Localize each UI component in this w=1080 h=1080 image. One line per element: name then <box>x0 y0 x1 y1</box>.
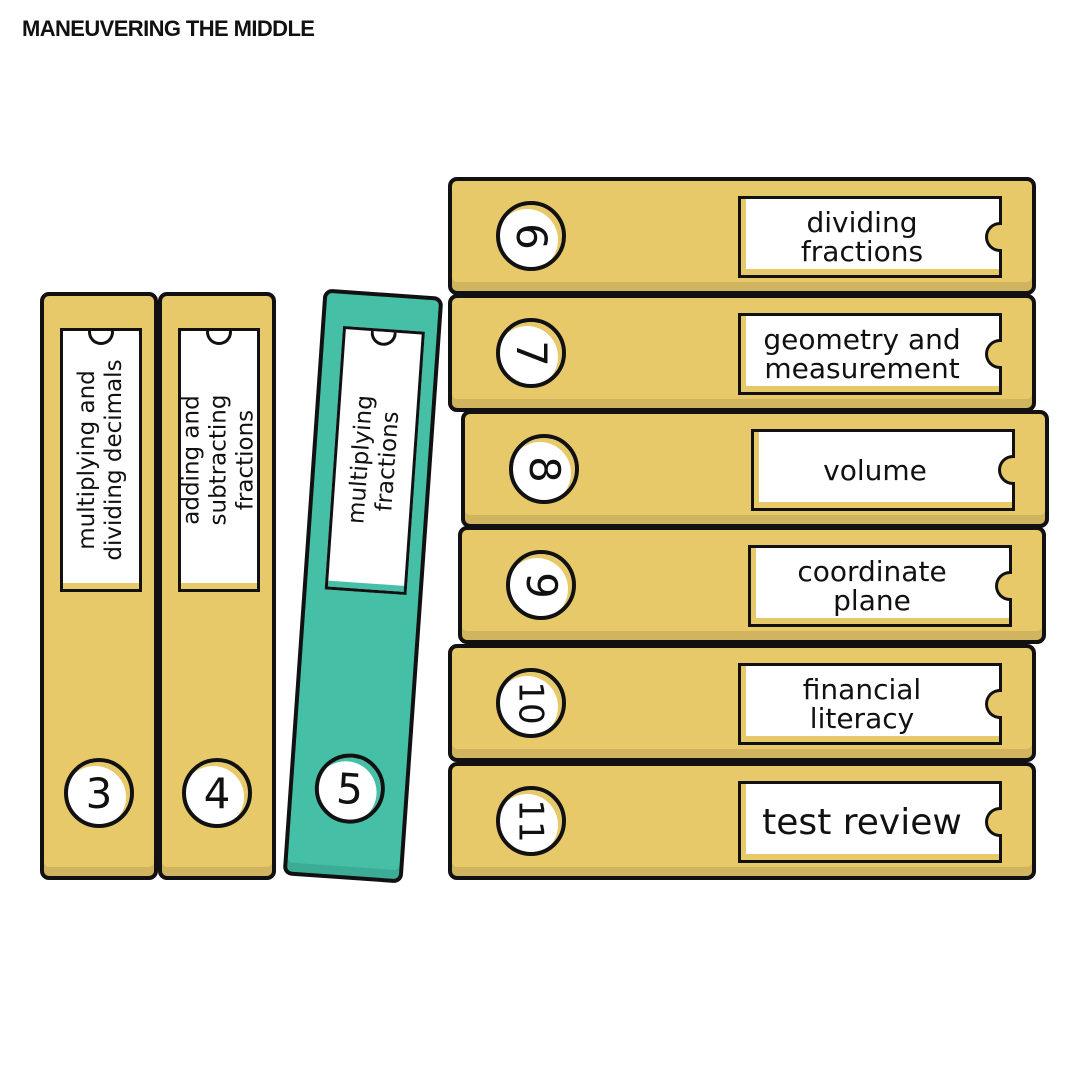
binder-4-number-badge: 4 <box>182 758 252 828</box>
label-notch <box>369 327 397 347</box>
binder-6: 6 dividing fractions <box>448 177 1036 295</box>
binder-6-label-text: dividing fractions <box>800 206 924 268</box>
binder-5-label-card: multiplying fractions <box>324 325 425 596</box>
binder-7-label: geometry and measurement <box>738 313 1002 395</box>
label-notch <box>995 571 1012 601</box>
binder-11-number: 11 <box>510 799 551 843</box>
binder-9-label: coordinate plane <box>748 545 1012 627</box>
binder-4-number: 4 <box>203 768 231 818</box>
binder-7: 7 geometry and measurement <box>448 294 1036 412</box>
label-notch <box>206 331 232 345</box>
binder-11-number-badge: 11 <box>496 786 566 856</box>
binder-4-label-card: adding and subtracting fractions <box>178 328 260 592</box>
binder-10-number: 10 <box>510 681 551 725</box>
label-notch <box>985 339 1002 369</box>
binder-6-label: dividing fractions <box>738 196 1002 278</box>
label-notch <box>998 455 1015 485</box>
binder-5: multiplying fractions 5 <box>282 288 444 884</box>
binder-3-label-card: multiplying and dividing decimals <box>60 328 142 592</box>
binder-3-number: 3 <box>85 768 113 818</box>
binder-6-number-badge: 6 <box>496 201 566 271</box>
binder-7-label-text: geometry and measurement <box>763 323 961 385</box>
binder-5-label: multiplying fractions <box>343 394 405 525</box>
binder-3-label: multiplying and dividing decimals <box>74 359 127 561</box>
binder-10-number-badge: 10 <box>496 668 566 738</box>
binder-11: 11 test review <box>448 762 1036 880</box>
binder-5-number-badge: 5 <box>312 751 388 826</box>
binder-4: adding and subtracting fractions 4 <box>158 292 276 880</box>
binder-7-number-badge: 7 <box>496 318 566 388</box>
binder-6-number: 6 <box>506 222 556 250</box>
binder-9-label-text: coordinate plane <box>797 555 947 617</box>
binder-11-label-text: test review <box>762 801 962 843</box>
binder-3: multiplying and dividing decimals 3 <box>40 292 158 880</box>
label-notch <box>985 807 1002 837</box>
label-notch <box>88 331 114 345</box>
binder-9-number-badge: 9 <box>506 550 576 620</box>
binder-8-label-text: volume <box>823 453 927 487</box>
binder-10: 10 financial literacy <box>448 644 1036 762</box>
binder-7-number: 7 <box>506 339 556 367</box>
binder-10-label-text: financial literacy <box>802 673 922 735</box>
brand-logo-text: MANEUVERING THE MIDDLE <box>22 16 315 41</box>
binder-3-number-badge: 3 <box>64 758 134 828</box>
binder-10-label: financial literacy <box>738 663 1002 745</box>
binder-11-label: test review <box>738 781 1002 863</box>
label-notch <box>985 689 1002 719</box>
binder-8-label: volume <box>751 429 1015 511</box>
binder-9: 9 coordinate plane <box>458 526 1046 644</box>
binder-8-number-badge: 8 <box>509 434 579 504</box>
binder-8: 8 volume <box>461 410 1049 528</box>
binder-9-number: 9 <box>516 571 566 599</box>
binder-8-number: 8 <box>519 455 569 483</box>
binder-4-label: adding and subtracting fractions <box>178 394 259 526</box>
binder-5-number: 5 <box>334 763 365 814</box>
label-notch <box>985 222 1002 252</box>
